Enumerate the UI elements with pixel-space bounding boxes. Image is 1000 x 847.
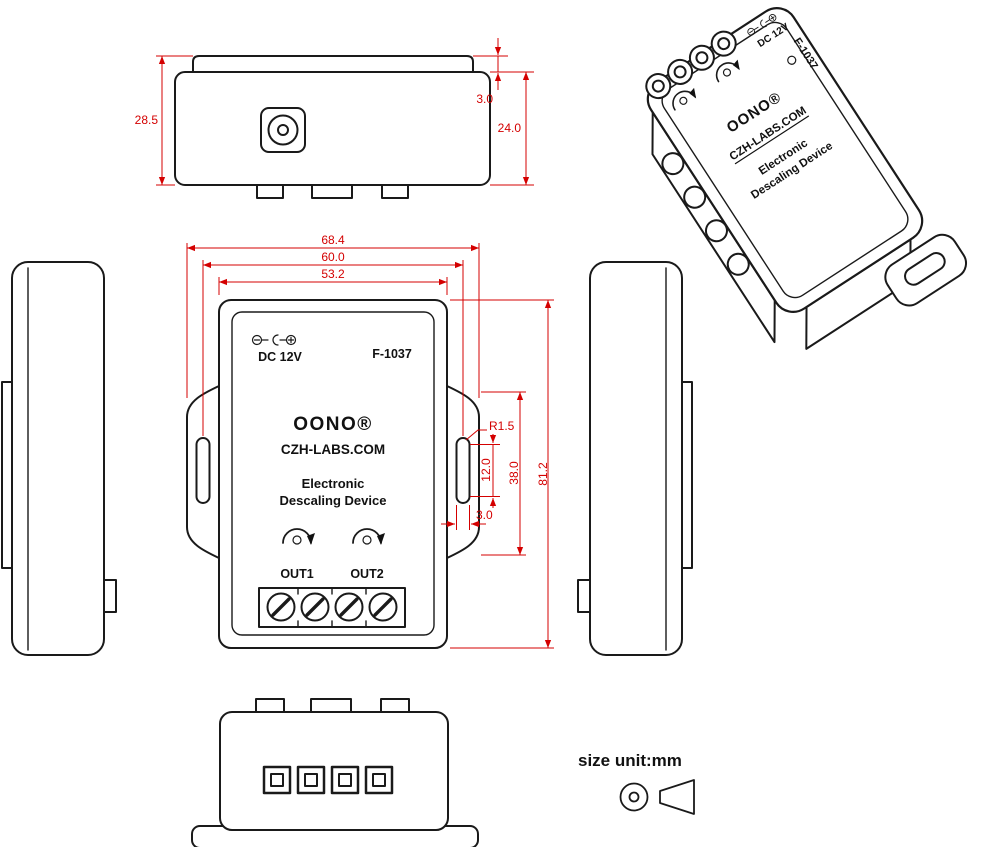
dim-ext-lines — [456, 505, 470, 530]
dc-polarity-icon — [251, 334, 297, 346]
face-panel-outline — [231, 311, 435, 636]
iso-mounting-slot — [904, 252, 946, 286]
flow-arrow-icon — [282, 528, 315, 545]
site-label: CZH-LABS.COM — [281, 442, 385, 457]
flow-arrow-icon — [672, 87, 697, 111]
flow-arrow-icon — [352, 528, 385, 545]
product-label-line1: Electronic — [302, 476, 365, 491]
right-mounting-slot — [455, 437, 471, 504]
model-label: F-1037 — [372, 347, 412, 361]
top-view-tab — [256, 184, 284, 199]
front-view: DC 12V F-1037 OONO® CZH-LABS.COM Electro… — [186, 233, 554, 649]
bottom-view — [191, 698, 479, 847]
dim-ext-lines — [473, 55, 534, 73]
dim-body-height: 81.2 — [536, 462, 550, 486]
dim-ext-lines — [450, 299, 554, 649]
left-mounting-slot — [195, 437, 211, 504]
ear-edge — [1, 381, 13, 569]
dim-top-lip: 3.0 — [476, 92, 493, 106]
terminal-screws — [266, 592, 398, 622]
left-side-view — [1, 261, 117, 656]
dim-slot-length: 12.0 — [479, 458, 493, 482]
dim-ext-lines — [186, 243, 480, 398]
dim-ext-lines — [470, 444, 500, 497]
dim-slot-width: 3.0 — [476, 508, 493, 522]
dim-leader — [465, 429, 487, 441]
dim-flange-height: 38.0 — [507, 461, 521, 485]
unit-note-text: size unit:mm — [578, 751, 682, 770]
top-view: 28.5 3.0 24.0 — [135, 38, 534, 199]
dim-top-height: 28.5 — [135, 113, 159, 127]
dim-top-depth: 24.0 — [498, 121, 522, 135]
dim-width-outer: 68.4 — [321, 233, 345, 247]
iso-terminals — [645, 30, 737, 100]
brand-label: OONO® — [293, 414, 373, 435]
product-label-line2: Descaling Device — [280, 493, 387, 508]
projection-symbol-icon — [619, 779, 695, 815]
iso-site-underline — [734, 115, 810, 165]
front-body — [218, 299, 448, 649]
top-view-body — [174, 71, 491, 186]
flow-arrow-icon — [715, 59, 740, 83]
unit-note: size unit:mm — [578, 751, 695, 815]
bottom-tab — [255, 698, 285, 714]
dim-ext-lines — [202, 260, 464, 436]
dc-jack-pin — [277, 124, 289, 136]
bottom-tab — [380, 698, 410, 714]
side-body — [11, 261, 105, 656]
side-tab — [103, 579, 117, 613]
power-label: DC 12V — [258, 350, 302, 364]
dc-polarity-icon — [747, 14, 777, 36]
bottom-terminals — [262, 765, 394, 795]
out1-label: OUT1 — [280, 567, 313, 581]
dim-slot-radius: R1.5 — [489, 419, 515, 433]
top-view-tab — [381, 184, 409, 199]
ear-edge — [681, 381, 693, 569]
top-view-tab — [311, 184, 353, 199]
side-body — [589, 261, 683, 656]
terminal-dividers — [297, 587, 367, 628]
dim-width-slots: 60.0 — [321, 250, 345, 264]
dim-width-body: 53.2 — [321, 267, 345, 281]
out2-label: OUT2 — [350, 567, 383, 581]
right-side-view — [577, 261, 693, 656]
bottom-tab — [310, 698, 352, 714]
side-tab — [577, 579, 591, 613]
iso-face-panel — [661, 21, 909, 299]
iso-led-hole — [787, 55, 797, 65]
iso-view: DC 12V F-1037 OONO® CZH-LABS.COM Electro… — [645, 7, 968, 350]
top-view-lid-edge — [192, 55, 474, 73]
